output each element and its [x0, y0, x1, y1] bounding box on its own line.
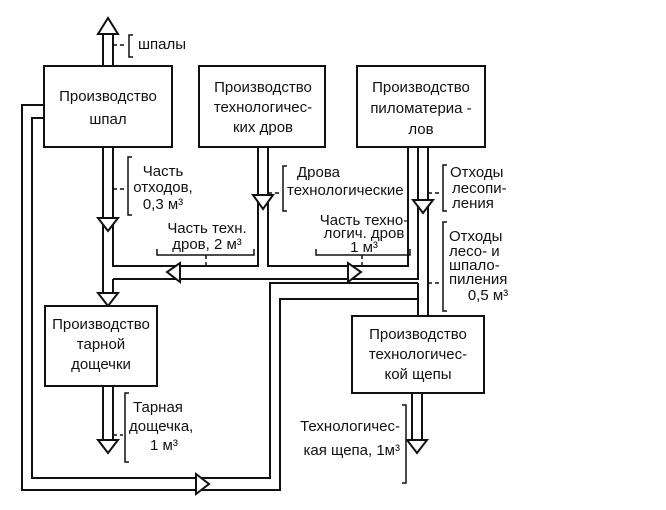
svg-text:Производство: Производство — [59, 88, 157, 105]
svg-text:Часть: Часть — [143, 163, 184, 180]
svg-text:технологичес-: технологичес- — [369, 346, 467, 363]
svg-text:Дрова: Дрова — [297, 164, 341, 181]
svg-text:технологические: технологические — [287, 182, 404, 199]
svg-text:технологичес-: технологичес- — [214, 99, 312, 116]
box-chips: Производство технологичес- кой щепы — [351, 315, 485, 394]
svg-text:Производство: Производство — [369, 326, 467, 343]
svg-text:пиления: пиления — [449, 271, 507, 288]
arrow-down-icon — [404, 439, 430, 455]
svg-text:кой щепы: кой щепы — [384, 366, 451, 383]
svg-text:Отходы: Отходы — [450, 164, 503, 181]
label-sawmill-waste: Отходы лесопи- ления — [450, 164, 507, 212]
svg-text:дощечка,: дощечка, — [129, 418, 193, 435]
box-box-board: Производство тарной дощечки — [44, 305, 158, 387]
arrow-left-icon — [165, 261, 181, 285]
label-firewood-out: Дрова технологические — [287, 164, 404, 199]
arrow-up-icon — [96, 16, 120, 35]
svg-text:Тарная: Тарная — [133, 399, 183, 416]
arrow-down-icon — [95, 217, 121, 233]
label-waste-part: Часть отходов, 0,3 м³ — [133, 163, 192, 213]
svg-text:Производство: Производство — [214, 79, 312, 96]
svg-text:логич. дров: логич. дров — [324, 225, 405, 242]
svg-text:0,3 м³: 0,3 м³ — [143, 196, 183, 213]
svg-text:шпал: шпал — [89, 111, 126, 128]
arrow-down-icon — [95, 292, 121, 308]
label-box-board-out: Тарная дощечка, 1 м³ — [129, 399, 193, 454]
svg-text:Отходы: Отходы — [449, 228, 502, 245]
svg-text:дров, 2 м³: дров, 2 м³ — [172, 236, 242, 253]
svg-text:лов: лов — [408, 121, 433, 138]
arrow-down-icon — [410, 199, 436, 215]
svg-text:0,5 м³: 0,5 м³ — [468, 287, 508, 304]
svg-text:дощечки: дощечки — [71, 356, 131, 373]
label-saw-sleeper-waste: Отходы лесо- и шпало- пиления 0,5 м³ — [449, 228, 508, 304]
arrow-down-icon — [251, 194, 275, 211]
arrow-right-icon — [347, 261, 363, 285]
arrow-down-icon — [95, 439, 121, 455]
box-firewood: Производство технологичес- ких дров — [198, 65, 326, 148]
svg-text:ления: ления — [452, 195, 494, 212]
svg-text:лесо- и: лесо- и — [449, 243, 500, 260]
label-chips-out: Технологичес- кая щепа, 1м³ — [300, 418, 400, 459]
svg-text:пиломатериа -: пиломатериа - — [370, 100, 471, 117]
box-sleepers: Производство шпал — [43, 65, 173, 148]
svg-text:шпало-: шпало- — [449, 257, 500, 274]
arrow-right-icon — [195, 471, 211, 497]
svg-text:ких дров: ких дров — [233, 119, 293, 136]
svg-text:Производство: Производство — [372, 79, 470, 96]
svg-text:отходов,: отходов, — [133, 179, 192, 196]
svg-text:Технологичес-: Технологичес- — [300, 418, 400, 435]
label-brackets — [113, 34, 447, 484]
svg-text:1 м³: 1 м³ — [350, 239, 378, 256]
box-lumber: Производство пиломатериа - лов — [356, 65, 486, 148]
svg-text:Часть техно-: Часть техно- — [320, 212, 409, 229]
svg-text:лесопи-: лесопи- — [452, 180, 507, 197]
label-firewood-part-2: Часть техн. дров, 2 м³ — [167, 220, 246, 253]
svg-text:Производство: Производство — [52, 316, 150, 333]
svg-text:тарной: тарной — [77, 336, 125, 353]
label-sleepers-out: шпалы — [138, 36, 186, 53]
svg-text:1 м³: 1 м³ — [150, 437, 178, 454]
flow-lines — [21, 34, 429, 491]
svg-text:Часть техн.: Часть техн. — [167, 220, 246, 237]
label-firewood-part-1: Часть техно- логич. дров 1 м³ — [320, 212, 409, 256]
svg-text:кая щепа, 1м³: кая щепа, 1м³ — [304, 442, 401, 459]
